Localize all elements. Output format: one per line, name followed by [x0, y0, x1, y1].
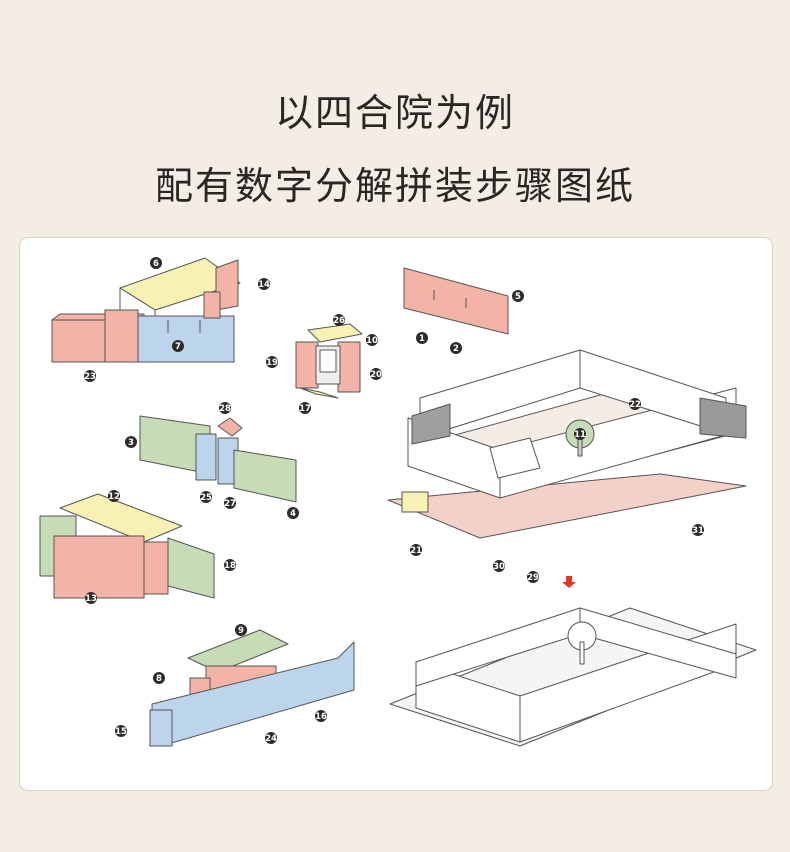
svg-text:21: 21	[410, 546, 422, 556]
badge-25: 25	[200, 491, 212, 503]
svg-text:4: 4	[290, 509, 296, 519]
svg-text:26: 26	[333, 316, 345, 326]
badge-23: 23	[84, 370, 96, 382]
svg-text:6: 6	[153, 259, 159, 269]
badge-27: 27	[224, 497, 236, 509]
svg-text:23: 23	[84, 372, 96, 382]
svg-text:18: 18	[224, 561, 236, 571]
badge-6: 6	[150, 257, 162, 269]
gate-group	[295, 323, 363, 399]
badge-16: 16	[315, 710, 327, 722]
badge-4: 4	[287, 507, 299, 519]
assembly-diagram: 6 14 7 23 26 10 19 20 17 1 2 5 28 3 25 2…	[39, 257, 757, 747]
page-subtitle: 配有数字分解拼装步骤图纸	[154, 164, 635, 208]
badge-8: 8	[153, 672, 165, 684]
svg-text:14: 14	[258, 280, 270, 290]
svg-text:31: 31	[692, 526, 704, 536]
svg-text:17: 17	[299, 404, 311, 414]
part-badges: 6 14 7 23 26 10 19 20 17 1 2 5 28 3 25 2…	[84, 257, 704, 744]
svg-text:24: 24	[265, 734, 277, 744]
badge-3: 3	[125, 436, 137, 448]
badge-30: 30	[493, 560, 505, 572]
badge-22: 22	[629, 398, 641, 410]
assembled-courtyard	[387, 349, 747, 539]
svg-text:2: 2	[453, 344, 459, 354]
badge-31: 31	[692, 524, 704, 536]
svg-text:19: 19	[266, 358, 278, 368]
badge-2: 2	[450, 342, 462, 354]
badge-7: 7	[172, 340, 184, 352]
badge-24: 24	[265, 732, 277, 744]
svg-text:7: 7	[175, 342, 181, 352]
svg-text:3: 3	[128, 438, 134, 448]
assembly-diagram-panel: 6 14 7 23 26 10 19 20 17 1 2 5 28 3 25 2…	[19, 237, 773, 791]
svg-text:8: 8	[156, 674, 162, 684]
badge-14: 14	[258, 278, 270, 290]
building-group-c	[139, 415, 297, 503]
badge-20: 20	[370, 368, 382, 380]
down-arrow-icon	[562, 576, 576, 588]
svg-text:10: 10	[366, 336, 378, 346]
svg-text:12: 12	[108, 492, 120, 502]
badge-26: 26	[333, 314, 345, 326]
single-wall	[403, 267, 509, 335]
svg-text:13: 13	[85, 594, 97, 604]
svg-text:1: 1	[419, 334, 425, 344]
badge-21: 21	[410, 544, 422, 556]
badge-13: 13	[85, 592, 97, 604]
svg-text:30: 30	[493, 562, 505, 572]
svg-text:28: 28	[219, 404, 231, 414]
badge-5: 5	[512, 290, 524, 302]
badge-18: 18	[224, 559, 236, 571]
svg-text:16: 16	[315, 712, 327, 722]
svg-text:9: 9	[238, 626, 244, 636]
page-title: 以四合院为例	[274, 91, 515, 135]
svg-text:22: 22	[629, 400, 641, 410]
badge-12: 12	[108, 490, 120, 502]
svg-text:5: 5	[515, 292, 521, 302]
finished-courtyard	[389, 607, 757, 747]
badge-10: 10	[366, 334, 378, 346]
building-group-e	[149, 629, 355, 747]
building-group-d	[39, 493, 215, 599]
svg-text:15: 15	[115, 727, 127, 737]
badge-1: 1	[416, 332, 428, 344]
svg-text:20: 20	[370, 370, 382, 380]
badge-17: 17	[299, 402, 311, 414]
svg-text:29: 29	[527, 573, 539, 583]
badge-29: 29	[527, 571, 539, 583]
building-group-a	[51, 257, 241, 363]
badge-11: 11	[574, 428, 586, 440]
badge-9: 9	[235, 624, 247, 636]
svg-text:27: 27	[224, 499, 236, 509]
badge-19: 19	[266, 356, 278, 368]
badge-15: 15	[115, 725, 127, 737]
svg-text:11: 11	[574, 430, 586, 440]
badge-28: 28	[219, 402, 231, 414]
svg-text:25: 25	[200, 493, 212, 503]
